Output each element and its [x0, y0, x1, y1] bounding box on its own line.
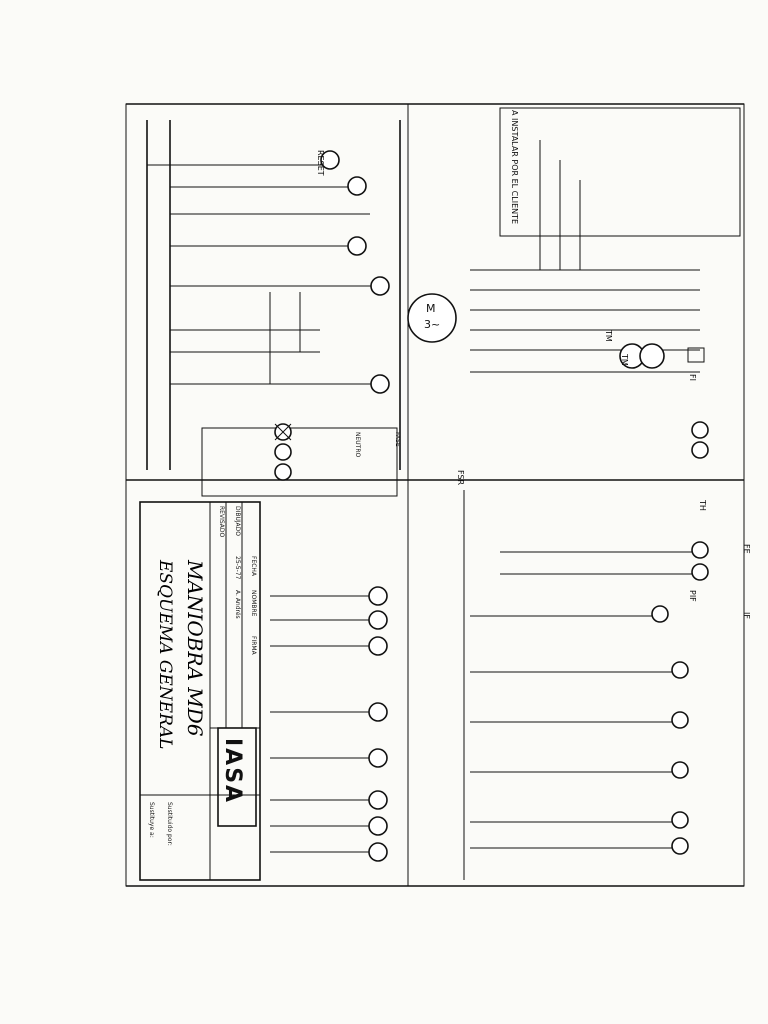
title-block: IASA MANIOBRA MD6 ESQUEMA GENERAL FECHA …	[139, 501, 261, 881]
rectifier-icon	[687, 347, 705, 363]
row-dibujado-name: A. Andrés	[234, 590, 241, 619]
tm-label: ТМ	[604, 329, 613, 342]
if-label: IF	[742, 612, 751, 619]
reset-label: RESET	[316, 150, 325, 176]
drawing-title: MANIOBRA MD6	[183, 559, 207, 737]
relay-coil	[347, 236, 367, 256]
sheet-replaced-by: Sustituido por:	[166, 802, 173, 846]
motor-icon	[407, 293, 457, 343]
contactor-coils	[651, 421, 709, 855]
fi-label: FI	[688, 374, 697, 381]
phase-rail-label: FASE	[394, 432, 401, 447]
row-dibujado-date: 25-5-77	[234, 556, 241, 580]
client-install-box	[499, 107, 741, 237]
header-nombre: NOMBRE	[250, 590, 257, 617]
row-dibujado: DIBUJADO	[234, 506, 241, 536]
transformer-label: ТМ	[620, 353, 629, 366]
sheet-replaces: Sustituye a:	[148, 802, 155, 838]
relay-coil	[370, 374, 390, 394]
row-revisado: REVISADO	[218, 506, 225, 537]
neutral-label: NEUTRO	[354, 432, 361, 458]
relay-coil	[347, 176, 367, 196]
header-fecha: FECHA	[250, 556, 257, 577]
relay-coil	[320, 150, 340, 170]
transformer-coil	[639, 343, 665, 369]
fe-label: FE	[742, 544, 751, 554]
pif-label: PIF	[688, 590, 697, 602]
client-install-note: A INSTALAR POR EL CLIENTE	[510, 110, 519, 224]
motor-label: M	[426, 302, 436, 315]
company-logo	[217, 727, 257, 827]
relay-coil	[370, 276, 390, 296]
lower-relay-coils	[368, 586, 388, 862]
lamp-icon	[274, 443, 292, 461]
header-firma: FIRMA	[250, 636, 257, 656]
drawing-subtitle: ESQUEMA GENERAL	[155, 559, 175, 749]
company-logo-text: IASA	[220, 738, 245, 804]
th-label: TH	[698, 499, 707, 511]
fsr-label: FSR	[456, 470, 465, 486]
phase-label: 3~	[424, 318, 440, 331]
lamp-icon	[274, 463, 292, 481]
